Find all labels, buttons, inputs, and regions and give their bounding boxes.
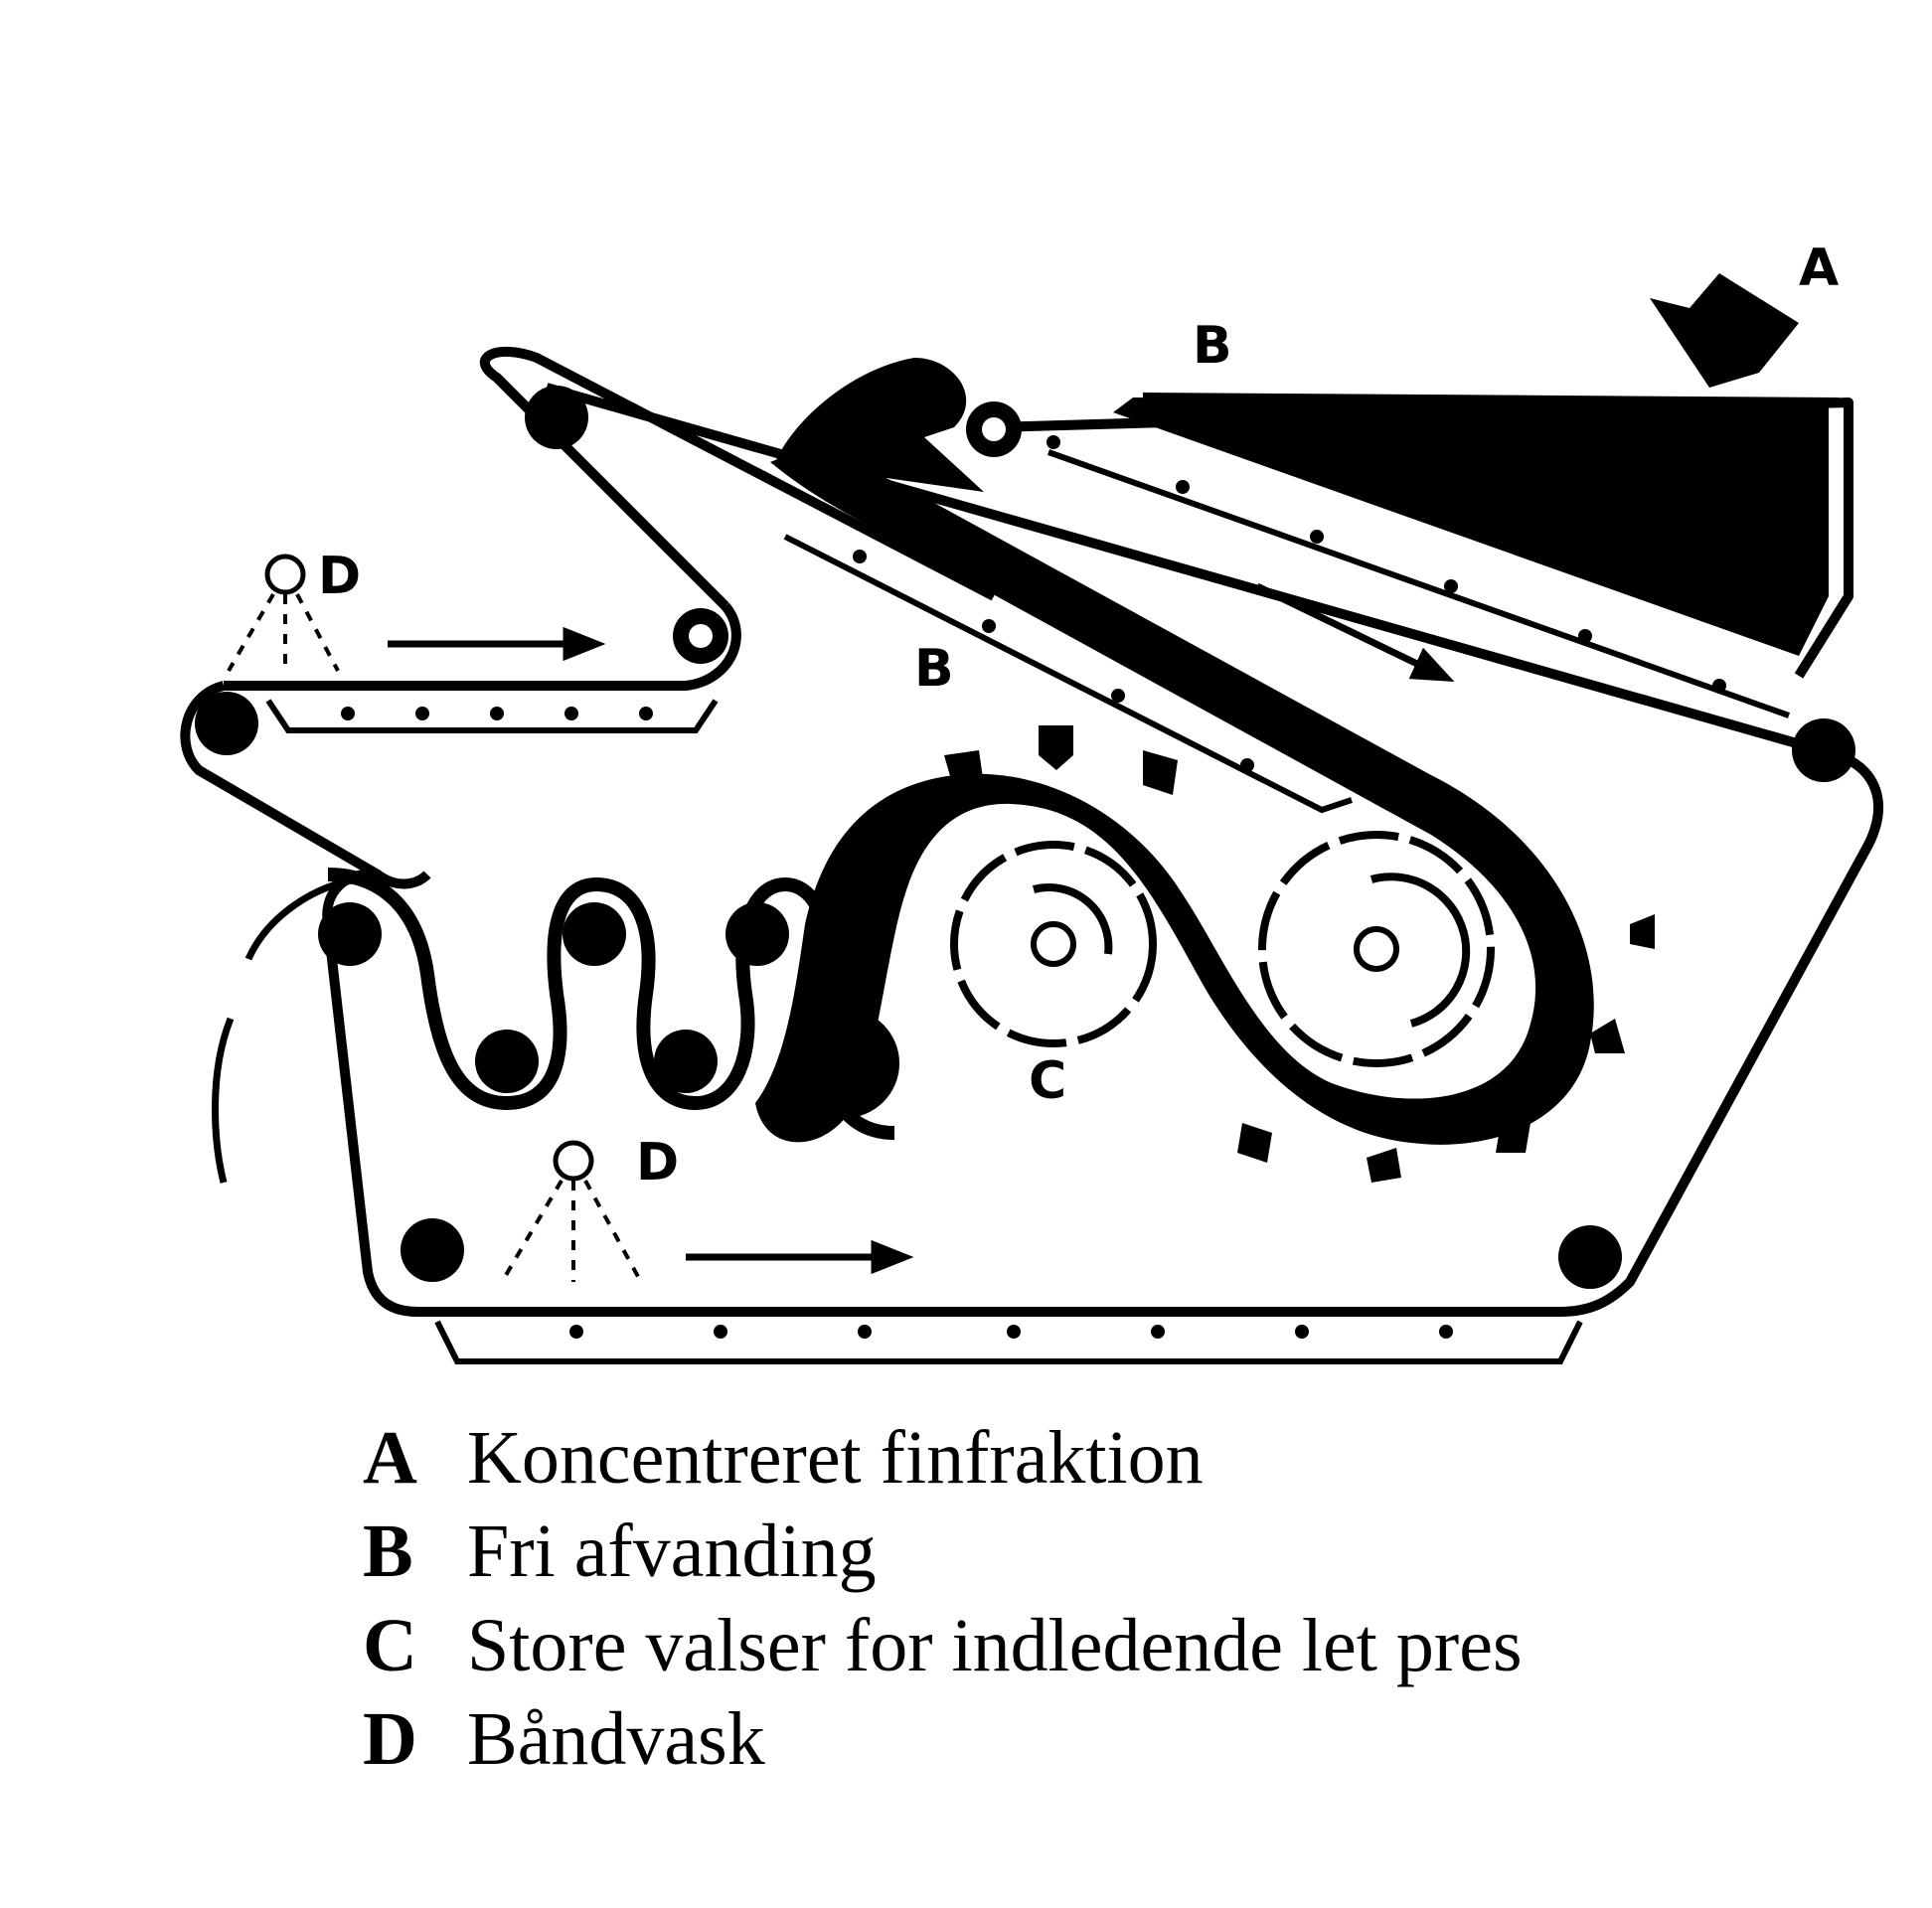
legend-text-a: Koncentreret finfraktion	[467, 1416, 1204, 1500]
pressure-arrows	[875, 725, 1655, 1183]
roller	[725, 902, 789, 966]
rollers	[195, 386, 1855, 1289]
roller	[401, 1218, 464, 1282]
legend-key-c: C	[363, 1604, 417, 1687]
callout-b-middle: B	[914, 639, 954, 699]
roller	[1792, 718, 1855, 782]
flow-arrows	[388, 582, 1455, 1275]
roller	[475, 1030, 539, 1093]
legend-text-c: Store valser for indledende let pres	[467, 1604, 1523, 1687]
legend-key-d: D	[363, 1697, 417, 1781]
callout-d-lower: D	[636, 1133, 679, 1192]
callout-a: A	[1799, 238, 1839, 298]
legend: A Koncentreret finfraktion B Fri afvandi…	[363, 1416, 1523, 1781]
roller	[525, 386, 588, 449]
roller	[318, 902, 382, 966]
roller	[654, 1030, 718, 1093]
roller	[195, 692, 258, 755]
callout-b-top: B	[1193, 316, 1232, 376]
legend-text-b: Fri afvanding	[467, 1510, 877, 1593]
serpentine-belt	[327, 868, 895, 1140]
legend-key-b: B	[363, 1510, 413, 1593]
feed-chute	[1650, 273, 1799, 388]
callout-d-upper: D	[318, 547, 361, 606]
press-drum-left	[950, 841, 1157, 1047]
legend-text-d: Båndvask	[467, 1697, 765, 1781]
roller	[563, 902, 626, 966]
drive-rollers	[673, 401, 1022, 664]
press-drum-right	[1258, 831, 1495, 1067]
upper-left-belt	[180, 346, 997, 889]
filter-cloth-edge	[212, 875, 359, 1184]
roller	[1558, 1225, 1622, 1289]
legend-key-a: A	[363, 1416, 417, 1500]
spray-nozzle-upper	[227, 554, 340, 673]
drainage-trays	[265, 449, 1791, 1364]
main-belt	[322, 383, 1883, 1317]
callout-c: C	[1029, 1051, 1066, 1111]
drips	[341, 435, 1726, 1339]
roller	[790, 1009, 899, 1118]
spray-nozzle-lower	[500, 1140, 643, 1284]
